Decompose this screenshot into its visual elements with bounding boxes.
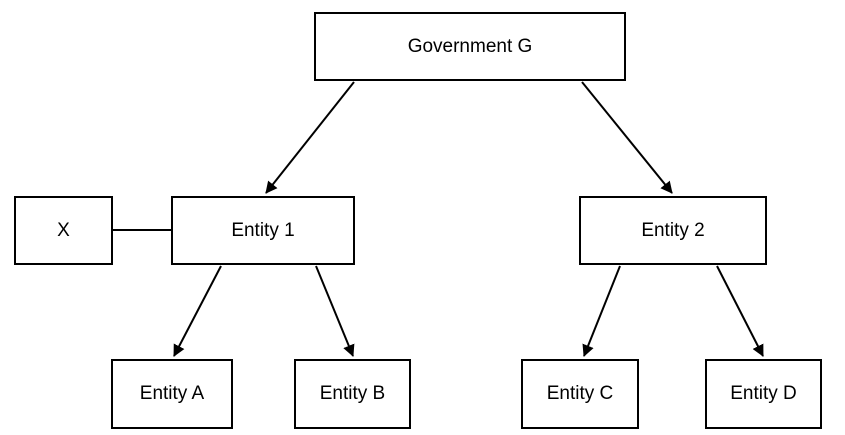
- node-label: Entity 2: [641, 219, 705, 241]
- node-entity-1: Entity 1: [171, 196, 355, 265]
- node-label: Entity A: [139, 383, 205, 404]
- node-entity-d: Entity D: [705, 359, 822, 429]
- node-government-g: Government G: [314, 12, 626, 81]
- node-entity-a: Entity A: [111, 359, 233, 429]
- node-label: Entity B: [319, 383, 386, 404]
- arrow-gov-to-entity1: [265, 81, 355, 194]
- node-label: Entity C: [546, 383, 614, 404]
- node-label: Entity D: [730, 383, 797, 404]
- node-label: Government G: [407, 35, 533, 57]
- arrow-entity1-to-entityB: [315, 265, 355, 357]
- node-entity-2: Entity 2: [579, 196, 767, 265]
- node-entity-c: Entity C: [521, 359, 639, 429]
- arrow-entity1-to-entityA: [173, 265, 222, 357]
- node-label: X: [57, 219, 70, 241]
- node-entity-b: Entity B: [294, 359, 411, 429]
- arrow-entity2-to-entityC: [582, 265, 621, 357]
- node-label: Entity 1: [231, 219, 295, 241]
- arrow-gov-to-entity2: [581, 81, 673, 194]
- node-x: X: [14, 196, 113, 265]
- arrow-entity2-to-entityD: [716, 265, 764, 357]
